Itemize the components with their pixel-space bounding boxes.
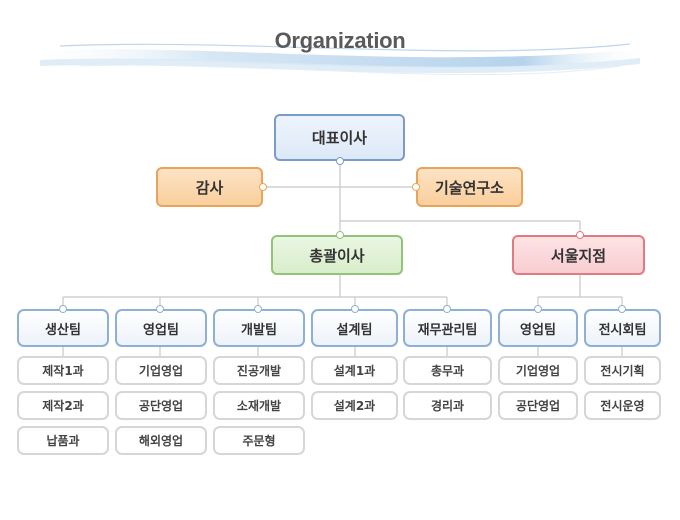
audit-box: 감사: [156, 167, 263, 207]
team-finance: 재무관리팀: [403, 309, 492, 347]
sub-dept: 전시기획: [584, 356, 661, 385]
sub-dept: 설계2과: [311, 391, 398, 420]
sub-dept: 경리과: [403, 391, 492, 420]
sub-dept: 납품과: [17, 426, 109, 455]
connector-dot: [534, 305, 542, 313]
page-title: Organization: [274, 28, 406, 53]
sub-dept: 소재개발: [213, 391, 305, 420]
sub-dept: 설계1과: [311, 356, 398, 385]
sub-dept: 공단영업: [498, 391, 578, 420]
connector-dot: [618, 305, 626, 313]
seoul-branch-box: 서울지점: [512, 235, 645, 275]
connector-dot: [259, 183, 267, 191]
connector-dot: [336, 231, 344, 239]
sub-dept: 주문형: [213, 426, 305, 455]
team-development: 개발팀: [213, 309, 305, 347]
sub-dept: 공단영업: [115, 391, 207, 420]
connector-dot: [254, 305, 262, 313]
team-sales: 영업팀: [115, 309, 207, 347]
team-exhibition: 전시회팀: [584, 309, 661, 347]
ceo-box: 대표이사: [274, 114, 405, 161]
team-production: 생산팀: [17, 309, 109, 347]
sub-dept: 전시운영: [584, 391, 661, 420]
header-swoosh: [20, 43, 650, 76]
sub-dept: 제작2과: [17, 391, 109, 420]
sub-dept: 해외영업: [115, 426, 207, 455]
sub-dept: 기업영업: [115, 356, 207, 385]
research-lab-box: 기술연구소: [416, 167, 523, 207]
connector-dot: [443, 305, 451, 313]
connector-dot: [576, 231, 584, 239]
connector-dot: [412, 183, 420, 191]
connector-dot: [351, 305, 359, 313]
connector-dot: [59, 305, 67, 313]
sub-dept: 진공개발: [213, 356, 305, 385]
connector-dot: [156, 305, 164, 313]
sub-dept: 총무과: [403, 356, 492, 385]
sub-dept: 제작1과: [17, 356, 109, 385]
general-manager-box: 총괄이사: [271, 235, 403, 275]
team-branch-sales: 영업팀: [498, 309, 578, 347]
team-design: 설계팀: [311, 309, 398, 347]
connector-dot: [336, 157, 344, 165]
sub-dept: 기업영업: [498, 356, 578, 385]
